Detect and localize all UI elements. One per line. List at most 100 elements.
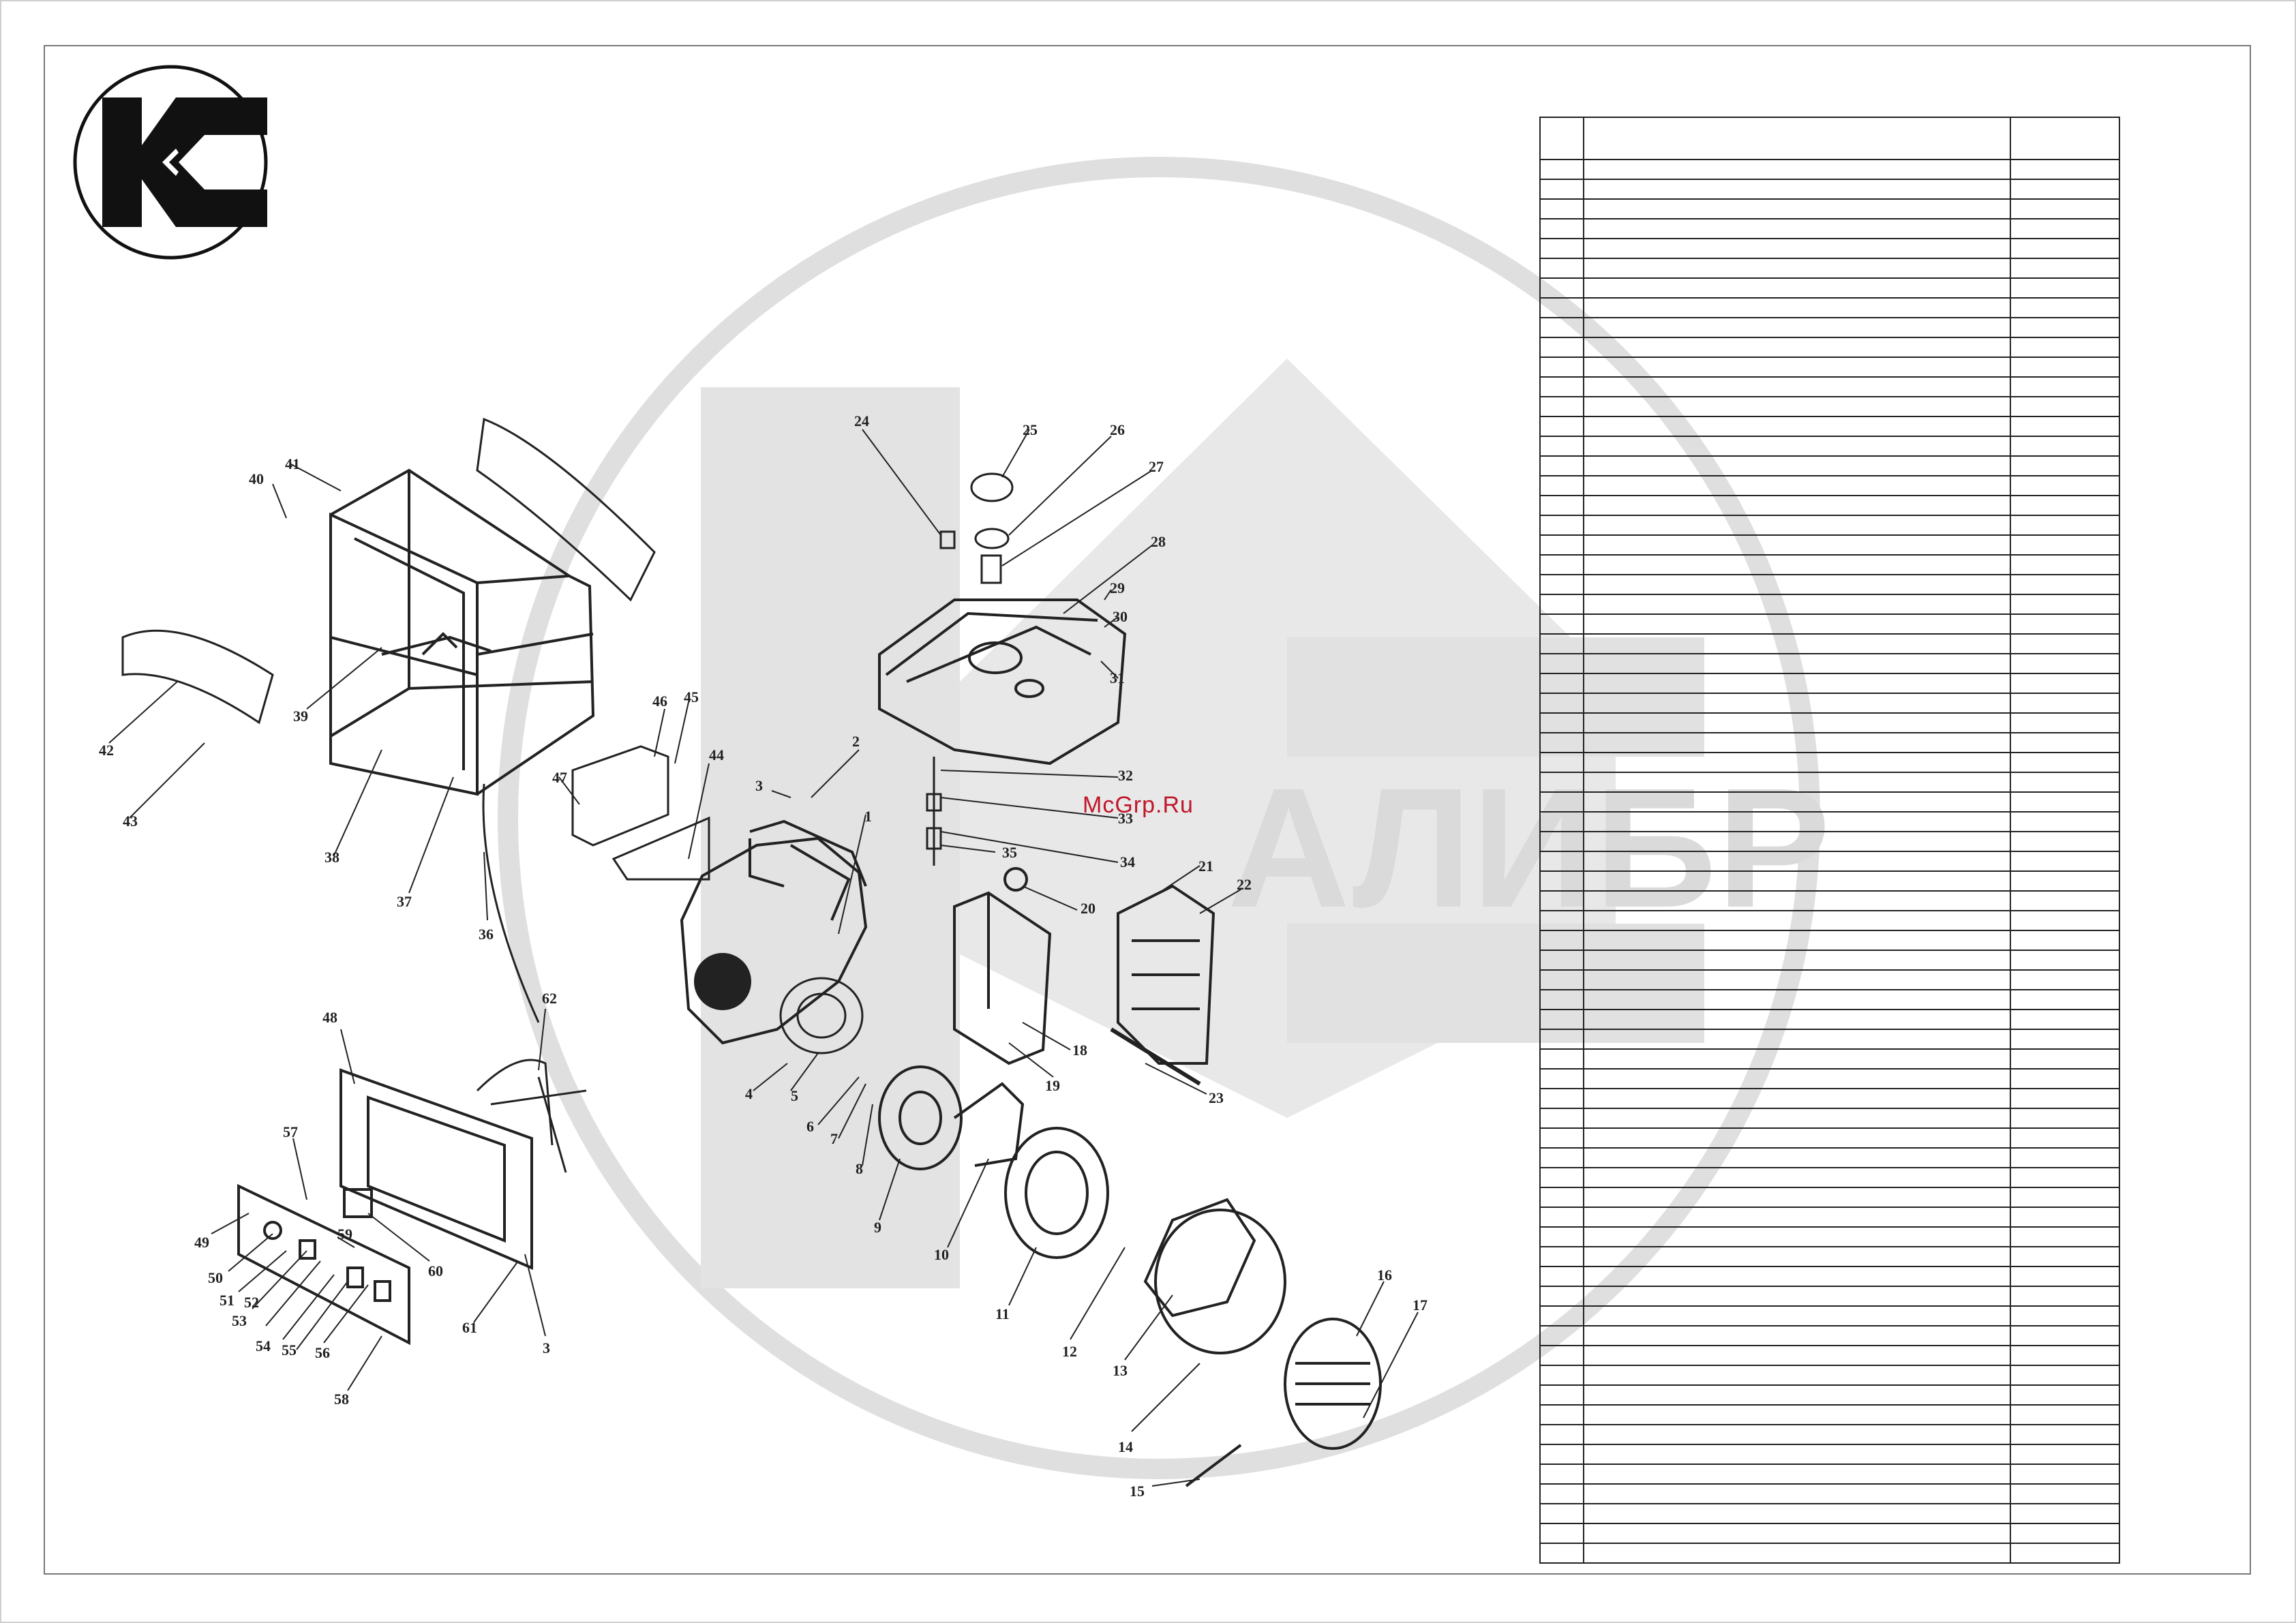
table-cell	[1583, 238, 2011, 259]
table-row	[1539, 179, 2120, 200]
callout-19: 19	[1045, 1077, 1060, 1094]
table-cell	[1539, 613, 1584, 635]
generator-assembly	[878, 1065, 1382, 1487]
table-cell	[1539, 1226, 1584, 1247]
table-cell	[1583, 1305, 2011, 1326]
table-cell	[1583, 1009, 2011, 1030]
table-cell	[1539, 1009, 1584, 1030]
table-row	[1539, 475, 2120, 496]
table-row	[1539, 297, 2120, 318]
callout-15: 15	[1130, 1483, 1145, 1500]
table-row	[1539, 159, 2120, 180]
table-cell	[1583, 811, 2011, 832]
table-cell	[2010, 870, 2120, 892]
table-cell	[1583, 1444, 2011, 1465]
callout-44: 44	[709, 746, 724, 763]
control-panel	[237, 1068, 533, 1346]
callout-56: 56	[315, 1344, 330, 1361]
table-cell	[1539, 277, 1584, 299]
callout-10: 10	[934, 1246, 949, 1263]
table-cell	[2010, 1483, 2120, 1504]
table-row	[1539, 950, 2120, 971]
table-cell	[1583, 1108, 2011, 1129]
table-cell	[1539, 1127, 1584, 1149]
table-cell	[2010, 1108, 2120, 1129]
table-cell	[1583, 989, 2011, 1010]
table-cell	[1583, 1543, 2011, 1564]
table-row	[1539, 1286, 2120, 1307]
table-row	[1539, 1048, 2120, 1070]
table-cell	[2010, 1127, 2120, 1149]
table-cell	[1583, 712, 2011, 733]
table-row	[1539, 455, 2120, 476]
table-cell	[1583, 1246, 2011, 1267]
table-cell	[1539, 534, 1584, 556]
table-cell	[1583, 910, 2011, 931]
callout-33: 33	[1118, 810, 1133, 827]
callout-20: 20	[1081, 900, 1096, 917]
table-row	[1539, 1246, 2120, 1267]
callout-24: 24	[854, 412, 869, 429]
table-cell	[2010, 455, 2120, 476]
fuel-petcock	[926, 757, 942, 866]
table-cell	[2010, 159, 2120, 180]
table-cell	[1539, 950, 1584, 971]
table-cell	[1583, 495, 2011, 516]
callout-28: 28	[1151, 533, 1166, 550]
table-cell	[2010, 1048, 2120, 1070]
table-row	[1539, 574, 2120, 595]
table-cell	[1583, 258, 2011, 279]
table-cell	[1583, 1266, 2011, 1287]
table-cell	[1583, 1523, 2011, 1544]
table-row	[1539, 633, 2120, 654]
leader-lines	[108, 429, 1419, 1487]
table-cell	[1539, 416, 1584, 437]
table-cell	[1539, 1207, 1584, 1228]
table-cell	[1583, 277, 2011, 299]
table-cell	[2010, 495, 2120, 516]
table-cell	[2010, 594, 2120, 615]
table-cell	[1583, 475, 2011, 496]
table-row	[1539, 1483, 2120, 1504]
callout-49: 49	[194, 1234, 209, 1251]
callout-52: 52	[244, 1294, 259, 1311]
table-cell	[2010, 851, 2120, 872]
table-cell	[1583, 1424, 2011, 1445]
table-row	[1539, 277, 2120, 299]
table-cell	[1583, 772, 2011, 793]
table-cell	[1539, 1286, 1584, 1307]
table-cell	[1539, 732, 1584, 753]
table-cell	[2010, 1226, 2120, 1247]
table-cell	[2010, 1523, 2120, 1544]
callout-9: 9	[874, 1219, 881, 1236]
callout-59: 59	[337, 1226, 352, 1243]
table-cell	[1539, 1147, 1584, 1168]
parts-table-body	[1539, 117, 2120, 1564]
table-cell	[1539, 1246, 1584, 1267]
table-cell	[2010, 317, 2120, 338]
table-cell	[1583, 732, 2011, 753]
callout-6: 6	[806, 1118, 814, 1135]
table-row	[1539, 1207, 2120, 1228]
table-cell	[1539, 179, 1584, 200]
table-cell	[1583, 455, 2011, 476]
callout-2: 2	[852, 733, 860, 750]
table-cell	[1539, 159, 1584, 180]
table-cell	[2010, 436, 2120, 457]
table-cell	[1583, 1345, 2011, 1366]
callout-58: 58	[334, 1391, 349, 1408]
table-cell	[1539, 317, 1584, 338]
table-cell	[1583, 870, 2011, 892]
table-row	[1539, 732, 2120, 753]
table-cell	[2010, 376, 2120, 397]
table-cell	[1539, 930, 1584, 951]
callout-55: 55	[282, 1341, 297, 1359]
table-cell	[2010, 218, 2120, 239]
callout-13: 13	[1113, 1362, 1128, 1379]
table-cell	[2010, 633, 2120, 654]
table-cell	[1583, 613, 2011, 635]
table-cell	[1583, 633, 2011, 654]
table-row	[1539, 1127, 2120, 1149]
table-cell	[2010, 357, 2120, 378]
table-cell	[2010, 1424, 2120, 1445]
